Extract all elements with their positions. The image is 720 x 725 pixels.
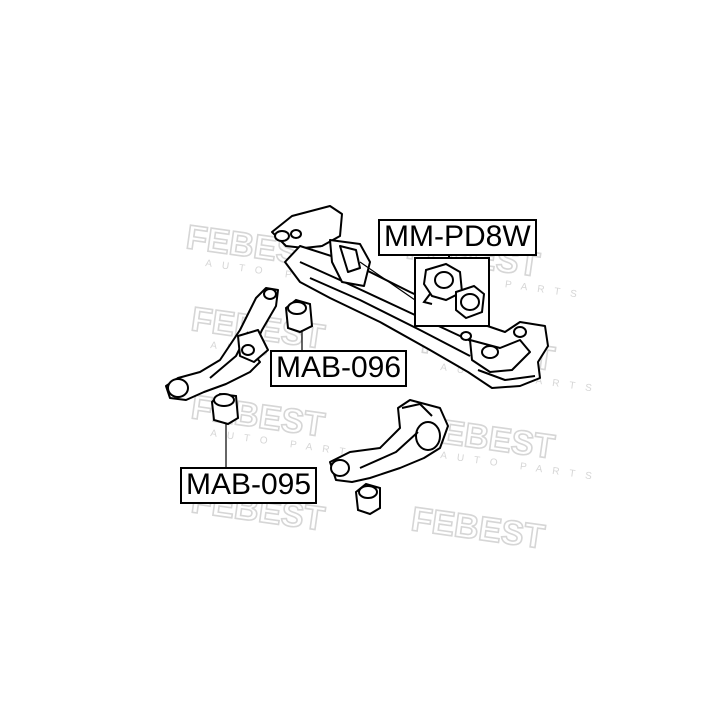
- watermark-brand: FEBEST: [409, 500, 547, 556]
- watermark-layer: FEBEST AUTO PARTS FEBEST AUTO PARTS FEBE…: [183, 217, 602, 557]
- trailing-arm-upper: [165, 287, 279, 401]
- trailing-arm-lower: [329, 399, 449, 483]
- part-label-mab-095[interactable]: MAB-095: [180, 467, 318, 504]
- part-label-mm-pd8w[interactable]: MM-PD8W: [378, 219, 537, 256]
- part-label-mab-096[interactable]: MAB-096: [270, 350, 408, 387]
- mab-096-bushing: [284, 298, 314, 352]
- mab-095-bushing: [210, 392, 240, 467]
- mm-pd8w-detail: [414, 246, 490, 327]
- leader-line-mm-pd8w: [359, 261, 416, 301]
- lower-arm-bushing: [354, 482, 381, 516]
